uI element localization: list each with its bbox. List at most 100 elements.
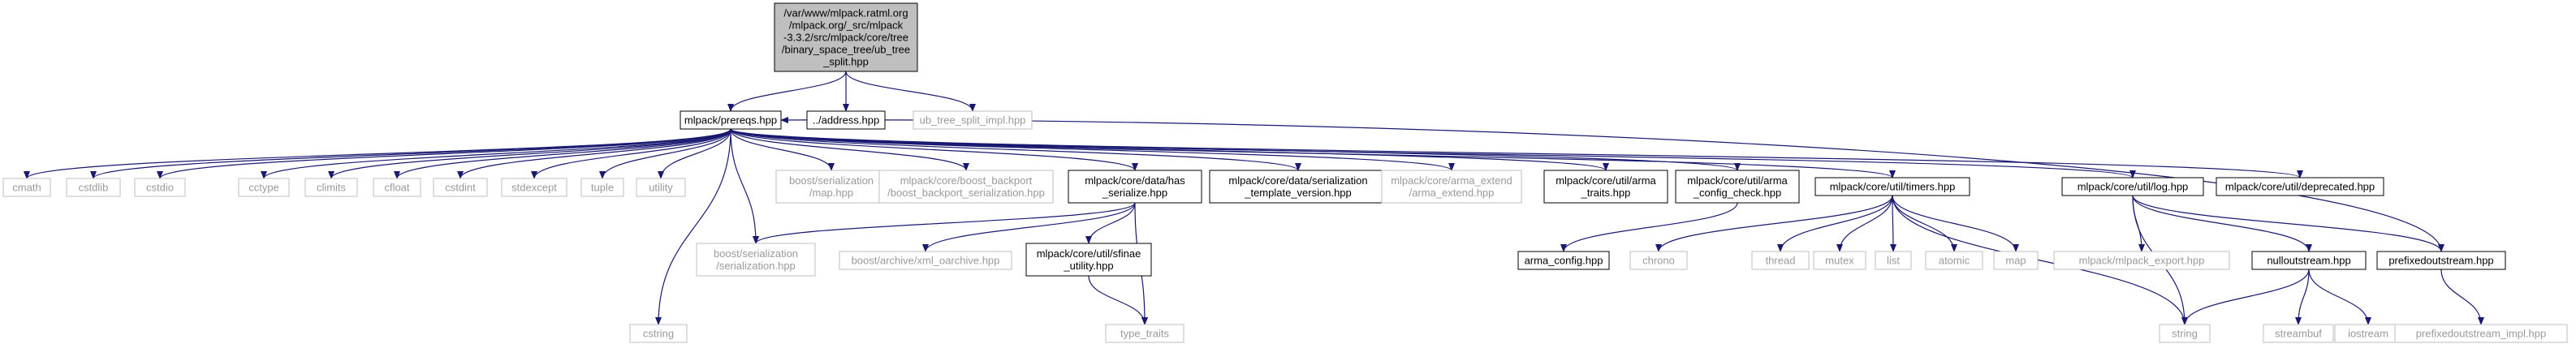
node-prefixout[interactable]: prefixedoutstream.hpp	[2376, 251, 2506, 270]
node-xmlarch[interactable]: boost/archive/xml_oarchive.hpp	[839, 251, 1012, 270]
edge-prefixout-to-prereqs	[780, 116, 2442, 252]
edge-prereqs-to-stdexcept	[531, 128, 731, 179]
edge-prefixout-to-prefiximpl	[2440, 269, 2484, 325]
node-cmath[interactable]: cmath	[2, 178, 51, 197]
node-log[interactable]: mlpack/core/util/log.hpp	[2061, 177, 2204, 196]
node-string[interactable]: string	[2159, 324, 2211, 343]
node-cstdlib[interactable]: cstdlib	[66, 178, 121, 197]
node-mutex[interactable]: mutex	[1813, 251, 1866, 270]
node-label-line: /arma_extend.hpp	[1409, 187, 1495, 199]
edge-hasser-to-bsser	[753, 202, 1136, 244]
edge-prereqs-to-bsser	[730, 128, 759, 244]
node-box	[680, 110, 782, 130]
node-prefiximpl[interactable]: prefixedoutstream_impl.hpp	[2394, 324, 2568, 343]
node-armacfg[interactable]: arma_config.hpp	[1517, 251, 1610, 270]
node-label-line: chrono	[1642, 255, 1675, 267]
node-box	[2251, 251, 2367, 270]
node-box	[2394, 324, 2568, 343]
node-map[interactable]: map	[1993, 251, 2039, 270]
edge-prereqs-to-bsmap	[730, 128, 835, 171]
edge-log-to-prefixout	[2132, 195, 2444, 252]
edge-prereqs-to-utility	[658, 128, 731, 179]
edge-timers-to-thread	[1777, 195, 1893, 252]
node-sertmpl[interactable]: mlpack/core/data/serialization_template_…	[1209, 170, 1387, 204]
node-ubimpl[interactable]: ub_tree_split_impl.hpp	[913, 110, 1033, 130]
node-box	[2, 178, 51, 197]
node-stdexcept[interactable]: stdexcept	[501, 178, 567, 197]
node-box	[1875, 251, 1912, 270]
node-bsmap[interactable]: boost/serialization/map.hpp	[775, 170, 887, 204]
node-streambuf[interactable]: streambuf	[2263, 324, 2334, 343]
node-root: /var/www/mlpack.ratml.org/mlpack.org/_sr…	[774, 2, 918, 72]
node-cctype[interactable]: cctype	[238, 178, 290, 197]
node-box	[2159, 324, 2211, 343]
node-sfinae[interactable]: mlpack/core/util/sfinae_utility.hpp	[1025, 243, 1152, 277]
node-label-line: mlpack/core/util/arma	[1556, 174, 1656, 187]
node-box	[134, 178, 186, 197]
node-box	[629, 324, 688, 343]
edge-armacfgchk-to-armacfg	[1560, 202, 1738, 252]
node-label-line: cstring	[643, 328, 674, 340]
node-box	[1813, 251, 1866, 270]
node-hasser[interactable]: mlpack/core/data/has_serialize.hpp	[1068, 170, 1202, 204]
edge-timers-to-chrono	[1655, 195, 1893, 252]
node-label-line: _config_check.hpp	[1693, 187, 1781, 199]
node-label-line: cfloat	[384, 182, 409, 194]
node-armacfgchk[interactable]: mlpack/core/util/arma_config_check.hpp	[1675, 170, 1800, 204]
dependency-edges	[24, 71, 2484, 325]
node-tuple[interactable]: tuple	[580, 178, 624, 197]
node-label-line: mlpack/core/boost_backport	[900, 174, 1033, 187]
node-label-line: mlpack/core/data/serialization	[1228, 174, 1367, 187]
edge-timers-to-atomic	[1892, 195, 1957, 252]
node-box	[1381, 170, 1522, 204]
node-label-line: list	[1887, 255, 1900, 267]
node-label-line: thread	[1766, 255, 1796, 267]
node-label-line: /boost_backport_serialization.hpp	[887, 187, 1045, 199]
edge-prereqs-to-log	[730, 128, 2136, 178]
node-bsser[interactable]: boost/serialization/serialization.hpp	[696, 243, 816, 277]
node-label-line: nulloutstream.hpp	[2267, 255, 2350, 267]
node-box	[913, 110, 1033, 130]
edge-prereqs-to-timers	[730, 128, 1896, 178]
node-label-line: cctype	[248, 182, 279, 194]
node-bbackport[interactable]: mlpack/core/boost_backport/boost_backpor…	[878, 170, 1054, 204]
node-mlexport[interactable]: mlpack/mlpack_export.hpp	[2053, 251, 2230, 270]
node-typetraits[interactable]: type_traits	[1105, 324, 1184, 343]
node-box	[1543, 170, 1668, 204]
node-cstdint[interactable]: cstdint	[433, 178, 488, 197]
node-armatraits[interactable]: mlpack/core/util/arma_traits.hpp	[1543, 170, 1668, 204]
edge-timers-to-string	[1892, 195, 2188, 325]
node-cstring[interactable]: cstring	[629, 324, 688, 343]
node-list[interactable]: list	[1875, 251, 1912, 270]
node-box	[878, 170, 1054, 204]
node-label-line: ../address.hpp	[813, 114, 879, 127]
edge-prereqs-to-armaext	[730, 128, 1455, 171]
node-label-line: mutex	[1825, 255, 1854, 267]
node-atomic[interactable]: atomic	[1925, 251, 1983, 270]
node-cstdio[interactable]: cstdio	[134, 178, 186, 197]
node-climits[interactable]: climits	[304, 178, 358, 197]
edge-hasser-to-sfinae	[1085, 202, 1136, 244]
node-box	[2053, 251, 2230, 270]
node-cfloat[interactable]: cfloat	[373, 178, 421, 197]
node-label-line: ub_tree_split_impl.hpp	[920, 114, 1026, 127]
node-thread[interactable]: thread	[1751, 251, 1810, 270]
node-box	[433, 178, 488, 197]
node-label-line: mlpack/core/arma_extend	[1391, 174, 1512, 187]
node-label-line: boost/archive/xml_oarchive.hpp	[852, 255, 1000, 267]
node-chrono[interactable]: chrono	[1629, 251, 1688, 270]
node-armaext[interactable]: mlpack/core/arma_extend/arma_extend.hpp	[1381, 170, 1522, 204]
node-label-line: _utility.hpp	[1063, 260, 1113, 272]
node-nullout[interactable]: nulloutstream.hpp	[2251, 251, 2367, 270]
node-prereqs[interactable]: mlpack/prereqs.hpp	[680, 110, 782, 130]
node-deprecated[interactable]: mlpack/core/util/deprecated.hpp	[2216, 177, 2384, 196]
node-address[interactable]: ../address.hpp	[806, 110, 886, 130]
edge-prereqs-to-armatraits	[730, 128, 1609, 171]
node-timers[interactable]: mlpack/core/util/timers.hpp	[1814, 177, 1970, 196]
node-utility[interactable]: utility	[636, 178, 686, 197]
node-label-line: boost/serialization	[714, 247, 798, 260]
node-label-line: _serialize.hpp	[1102, 187, 1167, 199]
node-iostream[interactable]: iostream	[2334, 324, 2402, 343]
